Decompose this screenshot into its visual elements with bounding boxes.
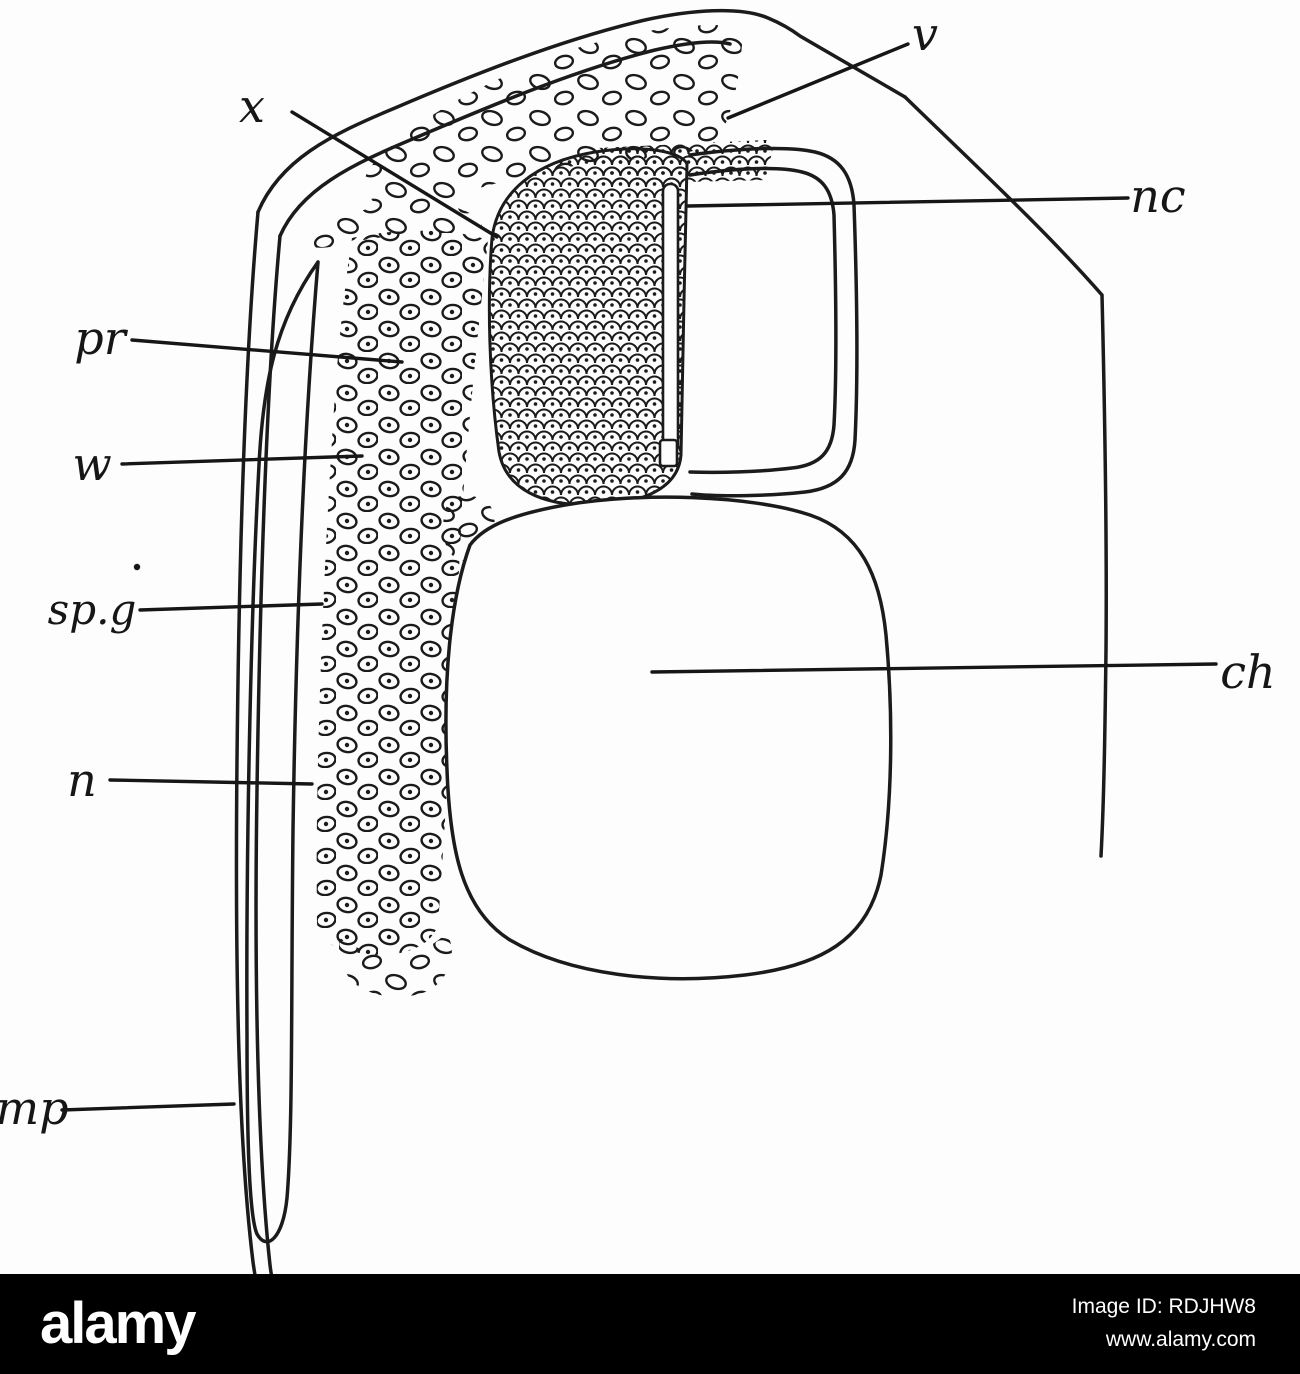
alamy-logo[interactable]: alamy <box>40 1291 196 1356</box>
somite-inner-outline <box>688 166 838 475</box>
muscle-plate-fold <box>245 260 320 1244</box>
label-pr: pr <box>74 311 128 365</box>
leader-spg <box>138 602 324 612</box>
label-n: n <box>67 753 97 807</box>
label-x: x <box>239 79 265 133</box>
notochord-shape <box>444 495 893 981</box>
label-v: v <box>912 7 938 61</box>
ganglion-cell-band <box>316 230 488 955</box>
leader-x <box>290 110 499 239</box>
dorsal-loose-cells-region <box>365 25 743 212</box>
label-mp: mp <box>0 1081 69 1135</box>
embryo-cross-section-diagram: x v nc pr w sp.g ch n mp <box>0 7 1276 1274</box>
left-inner-contour <box>254 234 282 1274</box>
dorsal-inner-contour <box>278 40 732 238</box>
neural-canal-slit <box>661 182 680 454</box>
leader-w <box>120 454 364 466</box>
ventral-loose-cells-region <box>339 933 452 997</box>
cell-texture-regions <box>300 25 773 997</box>
label-spg: sp.g <box>48 585 137 634</box>
image-id: Image ID: RDJHW8 <box>1071 1295 1256 1319</box>
image-meta: Image ID: RDJHW8 www.alamy.com <box>1072 1291 1256 1356</box>
website-url[interactable]: www.alamy.com <box>1105 1328 1256 1351</box>
figure-area: x v nc pr w sp.g ch n mp <box>0 7 1276 1274</box>
leader-ch <box>650 662 1218 674</box>
alamy-footer-bar: alamy Image ID: RDJHW8 www.alamy.com <box>0 1274 1300 1374</box>
leader-v <box>726 42 910 120</box>
leader-n <box>108 778 314 786</box>
stray-dot <box>133 563 141 571</box>
neural-canal <box>658 182 680 468</box>
figure-labels: x v nc pr w sp.g ch n mp <box>0 7 1276 1135</box>
left-outer-contour <box>234 210 260 1274</box>
right-body-wall-line <box>903 95 1109 858</box>
label-ch: ch <box>1220 645 1275 699</box>
somite-outer-outline <box>688 146 859 498</box>
leader-lines <box>60 42 1218 1112</box>
label-w: w <box>72 437 111 491</box>
neural-tube-cell-mass <box>487 147 689 507</box>
leader-mp <box>60 1102 236 1112</box>
neural-canal-base <box>658 438 679 468</box>
label-nc: nc <box>1130 169 1185 223</box>
leader-nc <box>686 196 1130 208</box>
left-loose-cells-region <box>300 203 484 248</box>
leader-pr <box>130 338 404 364</box>
